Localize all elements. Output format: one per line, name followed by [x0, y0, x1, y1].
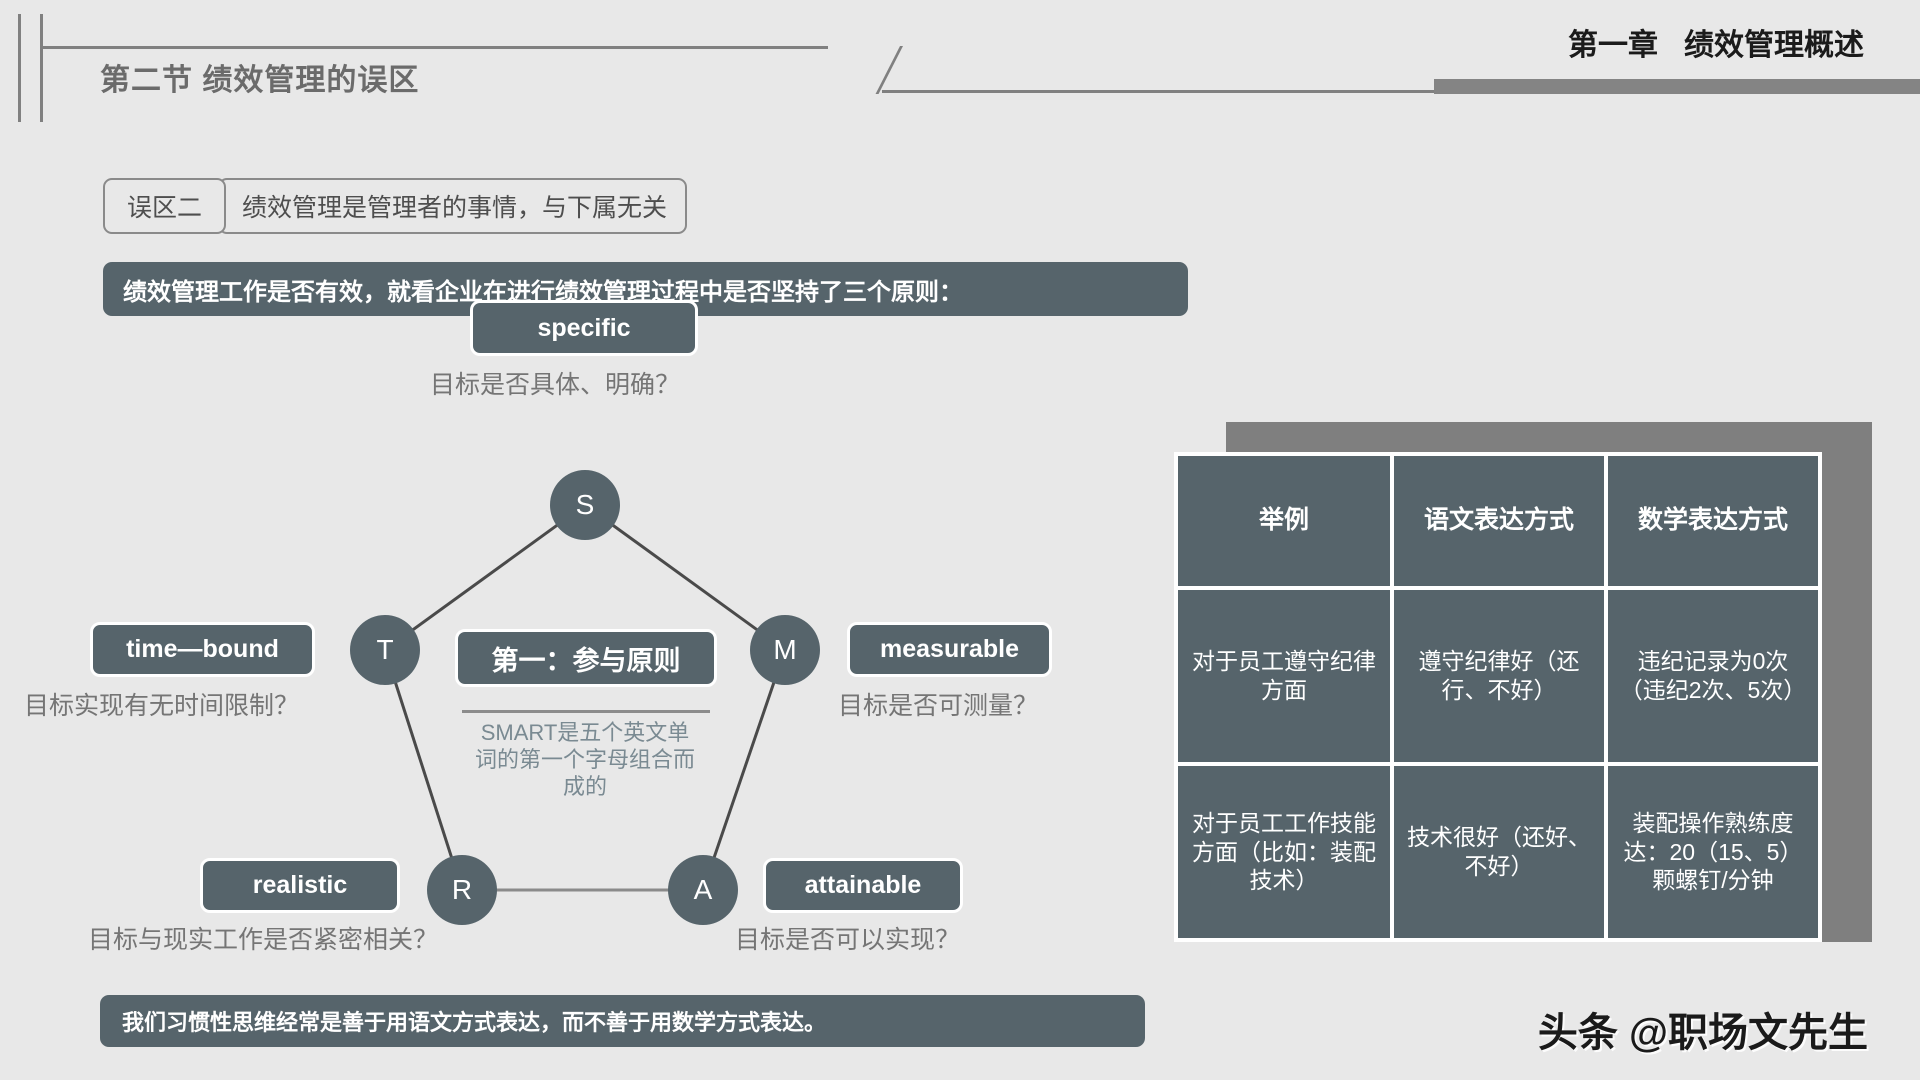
smart-question-specific: 目标是否具体、明确？	[430, 371, 681, 399]
smart-tag-time-bound: time—bound	[90, 622, 315, 677]
header-accent-bar	[1434, 79, 1920, 94]
header-decor-diagonal	[795, 46, 903, 94]
smart-tag-attainable: attainable	[763, 858, 963, 913]
smart-question-attainable: 目标是否可以实现？	[735, 926, 961, 954]
smart-question-time-bound: 目标实现有无时间限制？	[24, 692, 300, 720]
smart-tag-realistic: realistic	[200, 858, 400, 913]
table-header-cell: 举例	[1178, 456, 1390, 586]
smart-tag-measurable: measurable	[847, 622, 1052, 677]
table-header-cell: 数学表达方式	[1608, 456, 1818, 586]
smart-node-r: R	[427, 855, 497, 925]
chapter-title: 第一章绩效管理概述	[1568, 20, 1864, 64]
smart-question-realistic: 目标与现实工作是否紧密相关？	[88, 926, 439, 954]
table-header-row: 举例 语文表达方式 数学表达方式	[1178, 456, 1818, 586]
bottom-banner: 我们习惯性思维经常是善于用语文方式表达，而不善于用数学方式表达。	[100, 995, 1145, 1047]
table-cell: 对于员工工作技能方面（比如：装配技术）	[1178, 766, 1390, 938]
smart-center-note: SMART是五个英文单词的第一个字母组合而成的	[475, 720, 696, 799]
examples-table-wrap: 举例 语文表达方式 数学表达方式 对于员工遵守纪律方面 遵守纪律好（还行、不好）…	[1174, 422, 1874, 972]
header-decor-vline-2	[40, 14, 43, 122]
header-decor-hline-1	[40, 46, 828, 49]
chapter-name: 绩效管理概述	[1684, 29, 1864, 62]
table-cell: 对于员工遵守纪律方面	[1178, 590, 1390, 762]
chapter-number: 第一章	[1568, 29, 1658, 62]
smart-diagram: specific 目标是否具体、明确？ S measurable 目标是否可测量…	[0, 300, 1160, 970]
table-cell: 装配操作熟练度达：20（15、5）颗螺钉/分钟	[1608, 766, 1818, 938]
examples-table: 举例 语文表达方式 数学表达方式 对于员工遵守纪律方面 遵守纪律好（还行、不好）…	[1174, 452, 1822, 942]
watermark: 头条 @职场文先生	[1537, 1011, 1868, 1055]
section-title: 第二节 绩效管理的误区	[100, 64, 420, 97]
table-row: 对于员工遵守纪律方面 遵守纪律好（还行、不好） 违纪记录为0次（违纪2次、5次）	[1178, 590, 1818, 762]
smart-node-m: M	[750, 615, 820, 685]
misconception-text: 绩效管理是管理者的事情，与下属无关	[218, 178, 688, 234]
misconception-callout: 误区二 绩效管理是管理者的事情，与下属无关	[103, 178, 688, 234]
smart-node-a: A	[668, 855, 738, 925]
smart-question-measurable: 目标是否可测量？	[838, 692, 1039, 720]
table-cell: 违纪记录为0次（违纪2次、5次）	[1608, 590, 1818, 762]
header-decor-vline-1	[18, 14, 21, 122]
table-cell: 技术很好（还好、不好）	[1394, 766, 1604, 938]
smart-node-s: S	[550, 470, 620, 540]
smart-node-t: T	[350, 615, 420, 685]
smart-center-title: 第一：参与原则	[455, 629, 717, 687]
smart-tag-specific: specific	[470, 300, 698, 356]
header-decor-hline-2	[882, 90, 1572, 93]
table-row: 对于员工工作技能方面（比如：装配技术） 技术很好（还好、不好） 装配操作熟练度达…	[1178, 766, 1818, 938]
table-header-cell: 语文表达方式	[1394, 456, 1604, 586]
smart-pentagon-lines	[383, 503, 787, 892]
table-cell: 遵守纪律好（还行、不好）	[1394, 590, 1604, 762]
misconception-tag: 误区二	[103, 178, 227, 234]
smart-center-divider	[462, 710, 710, 713]
